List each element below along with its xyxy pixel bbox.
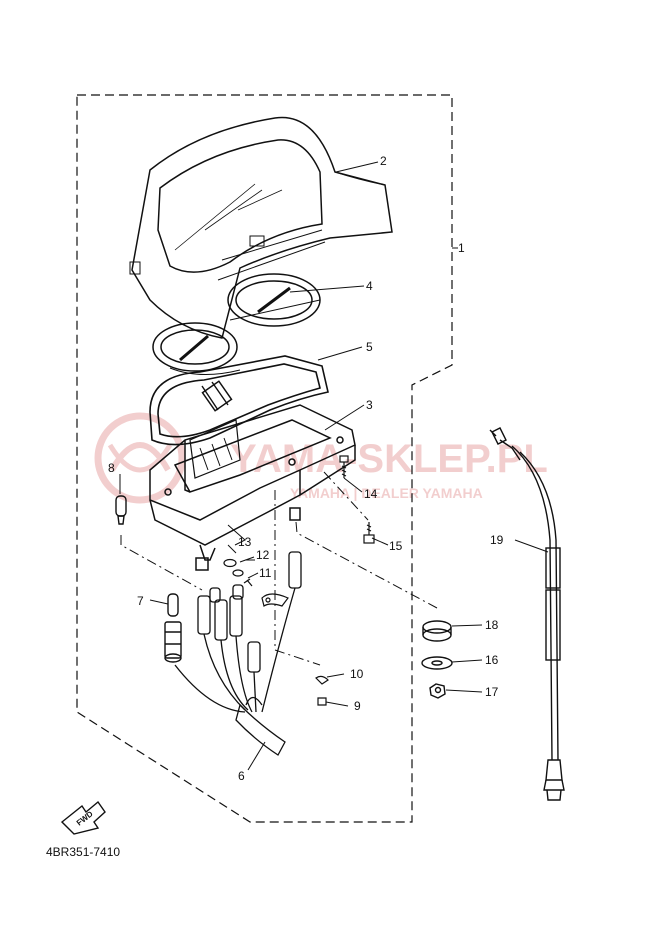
callout-3: 3 bbox=[366, 398, 373, 412]
callout-9: 9 bbox=[354, 699, 361, 713]
small-fasteners bbox=[223, 558, 289, 607]
callout-8: 8 bbox=[108, 461, 115, 475]
callout-14: 14 bbox=[364, 487, 378, 501]
callout-10: 10 bbox=[350, 667, 364, 681]
diagram-code: 4BR351-7410 bbox=[46, 845, 121, 859]
watermark: YAMA-SKLEP.PL YAMAHA | DEALER YAMAHA bbox=[94, 412, 548, 504]
callout-18: 18 bbox=[485, 618, 499, 632]
bulb-part-8 bbox=[115, 495, 127, 525]
leader-lines bbox=[119, 161, 549, 771]
callout-2: 2 bbox=[380, 154, 387, 168]
callout-6: 6 bbox=[238, 769, 245, 783]
gasket bbox=[149, 355, 329, 446]
grommet-washer-nut bbox=[421, 620, 453, 699]
fwd-arrow-icon: FWD bbox=[60, 800, 106, 835]
callout-17: 17 bbox=[485, 685, 499, 699]
callout-12: 12 bbox=[256, 548, 270, 562]
callout-11: 11 bbox=[259, 566, 272, 580]
meter-cover bbox=[129, 116, 393, 339]
callout-1: 1 bbox=[458, 241, 465, 255]
callout-7: 7 bbox=[137, 594, 144, 608]
callout-13: 13 bbox=[238, 535, 252, 549]
speedometer-cable bbox=[489, 427, 565, 801]
gauge-faces bbox=[152, 273, 321, 412]
callout-labels: 1 2 3 4 5 6 7 8 9 10 11 12 13 14 15 16 1… bbox=[108, 154, 504, 783]
watermark-logo-ring bbox=[94, 412, 186, 504]
callout-19: 19 bbox=[490, 533, 504, 547]
socket-part-7 bbox=[164, 593, 182, 663]
callout-16: 16 bbox=[485, 653, 499, 667]
screw-washer-9-10 bbox=[315, 675, 329, 706]
watermark-brand: YAMA-SKLEP.PL bbox=[230, 437, 548, 481]
assembly-boundary bbox=[76, 94, 453, 823]
callout-4: 4 bbox=[366, 279, 373, 293]
watermark-tagline: YAMAHA | DEALER YAMAHA bbox=[290, 485, 483, 501]
meter-case bbox=[149, 404, 356, 571]
callout-5: 5 bbox=[366, 340, 373, 354]
callout-15: 15 bbox=[389, 539, 403, 553]
wire-harness bbox=[174, 551, 302, 756]
